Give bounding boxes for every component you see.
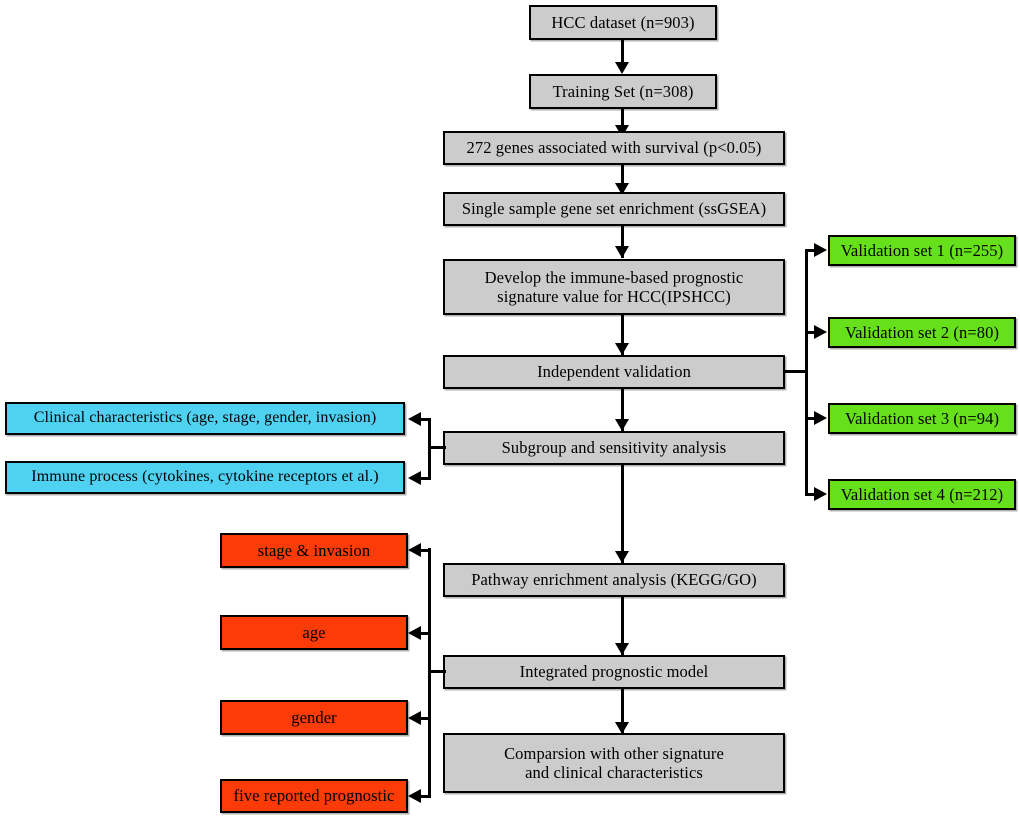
model-output-age: age (220, 615, 408, 650)
arrowhead-hcc-to-training (615, 62, 629, 74)
arrowhead-model-to-comparison (615, 722, 629, 734)
arrowhead-stage-invasion (408, 543, 421, 557)
connector-model-to-comparison (621, 689, 624, 735)
validation-set-box-4: Validation set 4 (n=212) (828, 479, 1016, 510)
arrowhead-subgroup-to-pathway (615, 551, 629, 563)
connector-develop-to-validation (621, 315, 624, 355)
connector-pathway-to-model (621, 597, 624, 655)
flow-node-pathway-enrichment: Pathway enrichment analysis (KEGG/GO) (443, 563, 785, 597)
connector-model-trunk (428, 548, 431, 796)
model-output-stage-invasion: stage & invasion (220, 533, 408, 568)
validation-set-box-2: Validation set 2 (n=80) (828, 317, 1016, 348)
connector-hcc-to-training (621, 40, 624, 68)
arrowhead-age (408, 626, 421, 640)
arrowhead-validation-3 (814, 411, 827, 425)
arrowhead-pathway-to-model (615, 643, 629, 655)
subgroup-output-clinical-characteristics: Clinical characteristics (age, stage, ge… (5, 402, 405, 435)
arrowhead-gender (408, 711, 421, 725)
connector-five-reported-branch (415, 795, 431, 798)
flow-node-integrated-model: Integrated prognostic model (443, 655, 785, 689)
model-output-gender: gender (220, 700, 408, 735)
validation-set-box-1: Validation set 1 (n=255) (828, 235, 1016, 266)
flow-node-hcc-dataset: HCC dataset (n=903) (529, 5, 717, 40)
arrowhead-develop-to-validation (615, 343, 629, 355)
flow-node-comparison: Comparsion with other signature and clin… (443, 733, 785, 793)
arrowhead-validation-2 (814, 325, 827, 339)
flow-node-ssgsea: Single sample gene set enrichment (ssGSE… (443, 192, 785, 226)
arrowhead-immune (408, 471, 421, 485)
arrowhead-validation-to-subgroup (615, 419, 629, 431)
arrowhead-five-reported (408, 789, 421, 803)
connector-ssgsea-to-develop (621, 226, 624, 258)
connector-immune-branch (415, 477, 431, 480)
arrowhead-validation-4 (814, 487, 827, 501)
model-output-five-reported: five reported prognostic (220, 779, 408, 813)
connector-subgroup-trunk (428, 419, 431, 479)
connector-validation-stub (785, 370, 808, 373)
connector-gender-branch (415, 717, 431, 720)
connector-genes-to-ssgsea (621, 165, 624, 193)
flow-node-training-set: Training Set (n=308) (529, 74, 717, 109)
connector-stage-branch (415, 549, 431, 552)
connector-subgroup-stub (428, 446, 446, 449)
connector-validation-trunk (805, 250, 808, 496)
flow-node-independent-validation: Independent validation (443, 355, 785, 389)
validation-set-box-3: Validation set 3 (n=94) (828, 403, 1016, 434)
connector-validation-to-subgroup (621, 389, 624, 431)
arrowhead-validation-1 (814, 243, 827, 257)
flow-node-develop-signature: Develop the immune-based prognostic sign… (443, 259, 785, 315)
flow-node-genes-survival: 272 genes associated with survival (p<0.… (443, 131, 785, 165)
connector-training-to-genes (621, 109, 624, 135)
subgroup-output-immune-process: Immune process (cytokines, cytokine rece… (5, 461, 405, 494)
flow-node-subgroup-sensitivity: Subgroup and sensitivity analysis (443, 431, 785, 465)
connector-subgroup-to-pathway (621, 465, 624, 563)
connector-age-branch (415, 632, 431, 635)
arrowhead-clinical (408, 412, 421, 426)
connector-clinical-branch (415, 418, 431, 421)
arrowhead-ssgsea-to-develop (615, 246, 629, 258)
connector-model-stub (428, 670, 446, 673)
